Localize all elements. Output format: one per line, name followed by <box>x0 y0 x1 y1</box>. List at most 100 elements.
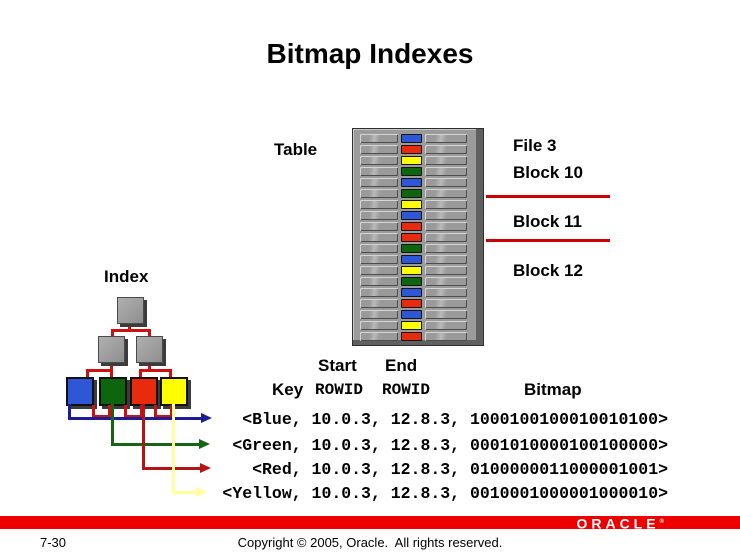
gray-cell <box>425 167 467 176</box>
gray-cell <box>425 233 467 242</box>
blue-cell <box>401 134 422 143</box>
table-row <box>360 321 467 330</box>
yellow-cell <box>401 266 422 275</box>
block-11-label: Block 11 <box>513 212 582 231</box>
gray-cell <box>360 277 398 286</box>
index-leaf-red <box>130 377 158 406</box>
tree-connector <box>139 371 142 379</box>
slide-title: Bitmap Indexes <box>266 38 474 69</box>
index-entry-green: <Green, 10.0.3, 12.8.3, 0001010000100100… <box>232 436 668 455</box>
gray-cell <box>360 211 398 220</box>
tree-connector <box>110 362 113 371</box>
yellow-cell <box>401 200 422 209</box>
end-rowid-header: ROWID <box>382 381 431 399</box>
table-row <box>360 332 467 341</box>
green-cell <box>401 277 422 286</box>
gray-cell <box>360 266 398 275</box>
footer-bar <box>0 516 740 529</box>
tree-connector <box>148 362 151 371</box>
table-row <box>360 288 467 297</box>
blue-arrow-vertical <box>68 404 71 420</box>
gray-cell <box>425 244 467 253</box>
index-entry-blue: <Blue, 10.0.3, 12.8.3, 10001001000100101… <box>242 410 668 429</box>
yellow-cell <box>401 156 422 165</box>
block-12-label: Block 12 <box>513 261 583 280</box>
green-arrow-horizontal <box>111 443 199 446</box>
index-entry-yellow: <Yellow, 10.0.3, 12.8.3, 001000100000100… <box>222 484 668 503</box>
gray-cell <box>360 156 398 165</box>
gray-cell <box>360 233 398 242</box>
table-row <box>360 233 467 242</box>
tree-connector <box>148 331 151 338</box>
gray-cell <box>425 321 467 330</box>
table-row <box>360 211 467 220</box>
file-label: File 3 <box>513 136 557 155</box>
index-leaf-blue <box>66 377 94 406</box>
leaf-link-bracket <box>124 405 143 418</box>
blue-arrow-head <box>201 413 212 423</box>
table-row <box>360 145 467 154</box>
block-10-label: Block 10 <box>513 163 583 182</box>
table-blocks-graphic <box>352 128 484 346</box>
gray-cell <box>425 156 467 165</box>
yellow-arrow-vertical <box>172 404 175 494</box>
oracle-logo: ORACLE® <box>576 515 664 532</box>
gray-cell <box>360 189 398 198</box>
gray-cell <box>360 299 398 308</box>
tree-connector <box>86 371 89 379</box>
gray-cell <box>360 222 398 231</box>
gray-cell <box>425 332 467 341</box>
gray-cell <box>425 134 467 143</box>
gray-cell <box>360 134 398 143</box>
gray-cell <box>425 266 467 275</box>
registered-mark: ® <box>659 519 664 525</box>
tree-connector <box>111 331 114 338</box>
tree-connector <box>111 329 151 332</box>
end-header: End <box>385 356 418 375</box>
blue-cell <box>401 255 422 264</box>
index-leaf-yellow <box>160 377 188 406</box>
table-label: Table <box>274 140 318 159</box>
gray-cell <box>425 255 467 264</box>
blue-cell <box>401 211 422 220</box>
index-label: Index <box>104 267 149 286</box>
tree-connector <box>169 371 172 379</box>
copyright-text: Copyright © 2005, Oracle. All rights res… <box>237 535 503 550</box>
leaf-link-bracket <box>92 405 111 418</box>
leaf-link-bracket <box>154 405 173 418</box>
index-branch-node <box>136 336 163 363</box>
blue-cell <box>401 310 422 319</box>
green-arrow-vertical <box>111 404 114 446</box>
red-arrow-horizontal <box>142 467 200 470</box>
table-row <box>360 200 467 209</box>
red-cell <box>401 299 422 308</box>
red-cell <box>401 145 422 154</box>
gray-cell <box>425 200 467 209</box>
gray-cell <box>360 321 398 330</box>
red-arrow-vertical <box>142 404 145 470</box>
table-row <box>360 167 467 176</box>
start-header: Start <box>318 356 357 375</box>
tree-connector <box>86 369 113 372</box>
red-arrow-head <box>200 463 211 473</box>
table-row <box>360 310 467 319</box>
yellow-cell <box>401 321 422 330</box>
table-rows <box>360 134 483 341</box>
tree-connector <box>139 369 172 372</box>
gray-cell <box>360 288 398 297</box>
table-row <box>360 222 467 231</box>
gray-cell <box>360 255 398 264</box>
gray-cell <box>425 299 467 308</box>
gray-cell <box>360 332 398 341</box>
gray-cell <box>425 145 467 154</box>
index-entry-red: <Red, 10.0.3, 12.8.3, 010000001100000100… <box>252 460 668 479</box>
index-leaf-green <box>99 377 127 406</box>
gray-cell <box>360 167 398 176</box>
gray-cell <box>360 244 398 253</box>
block-separator-line <box>486 195 610 198</box>
table-row <box>360 156 467 165</box>
yellow-arrow-horizontal <box>172 491 196 494</box>
oracle-logo-text: ORACLE <box>576 515 660 532</box>
red-cell <box>401 222 422 231</box>
